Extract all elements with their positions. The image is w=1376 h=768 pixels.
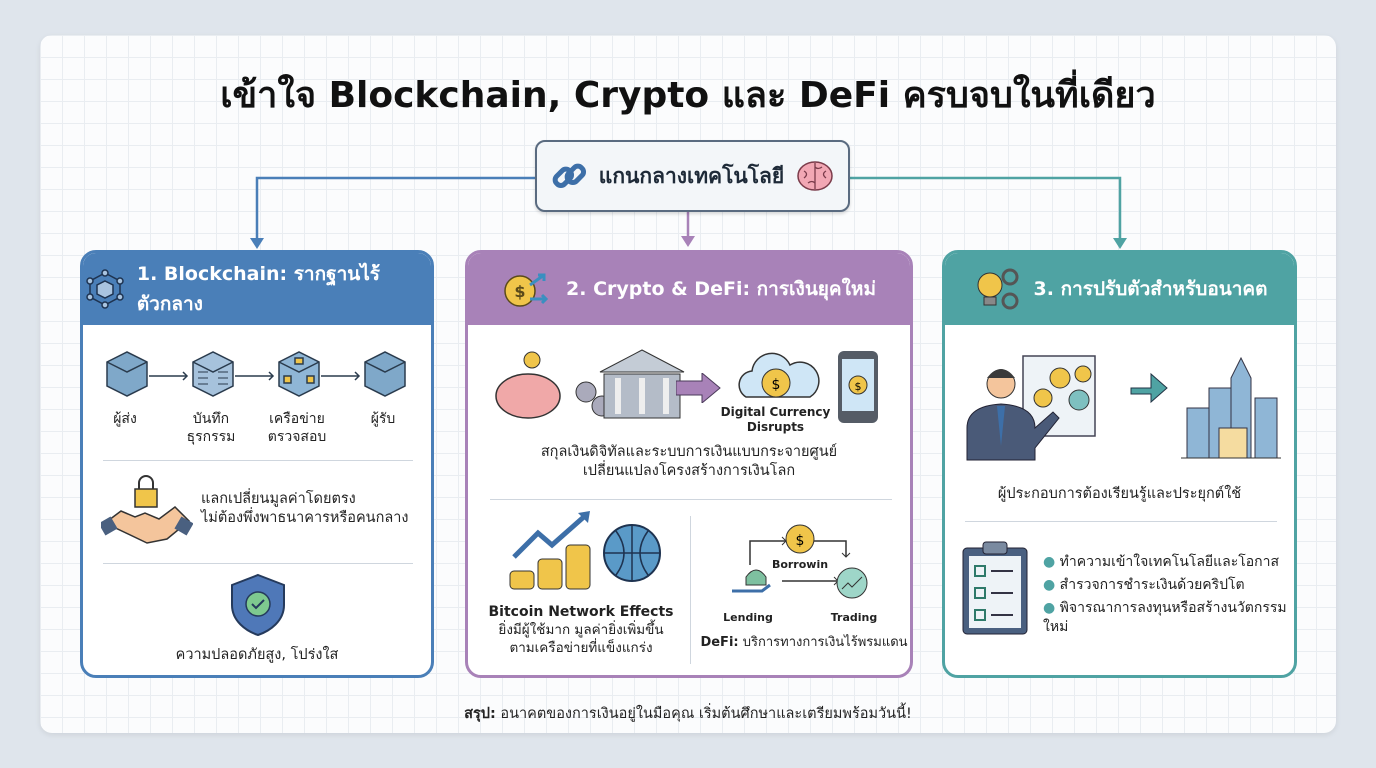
action-item: ● ทำความเข้าใจเทคโนโลยีและโอกาส	[1043, 554, 1280, 570]
panel-future-header: 3. การปรับตัวสำหรับอนาคต	[945, 253, 1294, 325]
defi-borrowing-label: Borrowin	[771, 558, 829, 571]
footer-summary-text: อนาคตของการเงินอยู่ในมือคุณ เริ่มต้นศึกษ…	[495, 706, 912, 722]
svg-text:$: $	[514, 282, 525, 301]
step-record: บันทึก ธุรกรรม	[186, 411, 236, 446]
panel-blockchain: 1. Blockchain: รากฐานไร้ตัวกลาง ผู้ส่ง บ…	[80, 250, 434, 678]
footer-summary: สรุป: อนาคตของการเงินอยู่ในมือคุณ เริ่มต…	[0, 702, 1376, 725]
svg-text:$: $	[855, 380, 862, 393]
security-text: ความปลอดภัยสูง, โปร่งใส	[175, 647, 339, 663]
page-title: เข้าใจ Blockchain, Crypto และ DeFi ครบจบ…	[220, 75, 1156, 116]
checklist-clipboard-icon	[962, 541, 1028, 635]
panel-crypto-header: $ 2. Crypto & DeFi: การเงินยุคใหม่	[468, 253, 910, 325]
action-item-text: ทำความเข้าใจเทคโนโลยีและโอกาส	[1059, 554, 1280, 570]
blockchain-network-icon	[86, 269, 124, 309]
arrow-right-icon	[676, 373, 721, 403]
network-effects-text: ยิ่งมีผู้ใช้มาก มูลค่ายิ่งเพิ่มขึ้น ตามเ…	[498, 622, 664, 656]
panel-future-adaptation: 3. การปรับตัวสำหรับอนาคต ผู้ประกอบการต้อ…	[942, 250, 1297, 678]
ledger-cube-icon	[192, 351, 234, 397]
smartphone-icon: $	[838, 351, 878, 423]
technology-core-box: แกนกลางเทคโนโลยี	[535, 140, 850, 212]
defi-trading-label: Trading	[830, 611, 878, 624]
action-item: ● พิจารณาการลงทุนหรือสร้างนวัตกรรม ใหม่	[1043, 600, 1287, 635]
footer-summary-label: สรุป:	[464, 706, 496, 722]
direct-exchange-text: แลกเปลี่ยนมูลค่าโดยตรง ไม่ต้องพึ่งพาธนาค…	[201, 491, 409, 526]
panel-blockchain-title: 1. Blockchain: รากฐานไร้ตัวกลาง	[136, 263, 380, 315]
panel-crypto-defi: $ 2. Crypto & DeFi: การเงินยุคใหม่ $ $ D…	[465, 250, 913, 678]
svg-text:$: $	[772, 377, 781, 393]
security-shield-icon	[231, 573, 285, 637]
brain-icon	[797, 161, 833, 191]
cube-icon	[106, 351, 148, 397]
step-receiver: ผู้รับ	[370, 411, 396, 427]
divider	[490, 499, 892, 500]
blockchain-flow-diagram	[106, 351, 406, 397]
network-cube-icon	[278, 351, 320, 397]
defi-lending-label: Lending	[723, 611, 773, 624]
coin-exchange-icon: $	[504, 273, 549, 307]
panel-crypto-title: 2. Crypto & DeFi: การเงินยุคใหม่	[566, 278, 876, 300]
vertical-divider	[690, 516, 691, 664]
divider	[965, 521, 1277, 522]
growth-coins-globe-icon	[509, 511, 661, 590]
defi-caption-text: บริการทางการเงินไร้พรมแดน	[738, 635, 908, 650]
step-sender: ผู้ส่ง	[113, 411, 137, 427]
action-item: ● สำรวจการชำระเงินด้วยคริปโต	[1043, 577, 1245, 594]
handshake-lock-icon	[101, 475, 193, 544]
divider	[103, 460, 413, 461]
divider	[103, 563, 413, 564]
cube-icon	[364, 351, 406, 397]
decentralized-finance-summary: สกุลเงินดิจิทัลและระบบการเงินแบบกระจายศู…	[540, 444, 838, 479]
defi-caption-bold: DeFi:	[700, 635, 739, 650]
svg-text:$: $	[796, 533, 805, 549]
action-list: ● ทำความเข้าใจเทคโนโลยีและโอกาส ● สำรวจก…	[1043, 553, 1293, 636]
lightbulb-gears-icon	[977, 268, 1019, 310]
cloud-coin-icon: $	[738, 352, 820, 398]
defi-flow-diagram: $	[732, 524, 868, 599]
core-label: แกนกลางเทคโนโลยี	[598, 163, 785, 188]
step-verify: เครือข่าย ตรวจสอบ	[267, 411, 327, 446]
network-effects-title: Bitcoin Network Effects	[488, 604, 674, 620]
businessman-city-illustration	[966, 355, 1281, 461]
action-item-text: พิจารณาการลงทุนหรือสร้างนวัตกรรม ใหม่	[1043, 600, 1287, 635]
action-item-text: สำรวจการชำระเงินด้วยคริปโต	[1059, 577, 1245, 594]
panel-future-title: 3. การปรับตัวสำหรับอนาคต	[1033, 278, 1268, 300]
digital-currency-label: Digital Currency Disrupts	[720, 405, 831, 434]
defi-caption: DeFi: บริการทางการเงินไร้พรมแดน	[694, 635, 910, 652]
chain-link-icon	[552, 163, 586, 189]
panel-blockchain-header: 1. Blockchain: รากฐานไร้ตัวกลาง	[83, 253, 431, 325]
piggy-bank-gears-bank-icon	[495, 349, 685, 419]
entrepreneur-caption: ผู้ประกอบการต้องเรียนรู้และประยุกต์ใช้	[997, 486, 1242, 502]
